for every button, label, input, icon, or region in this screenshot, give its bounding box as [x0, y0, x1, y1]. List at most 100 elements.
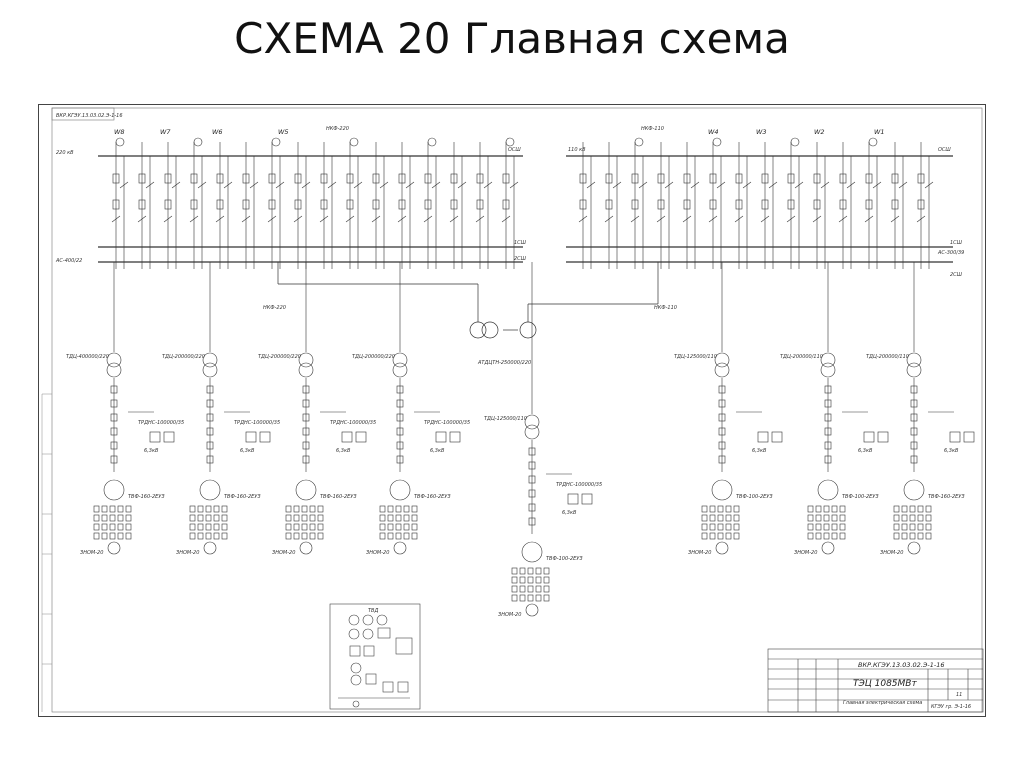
top-left-stamp: ВКР.КГЭУ.13.03.02.Э-1-16	[51, 107, 123, 121]
generator-unit	[285, 262, 367, 555]
kv-label: 6,3кВ	[336, 448, 351, 454]
switchgear-bay	[111, 137, 129, 269]
switchgear-bay	[423, 137, 441, 269]
title-block-code: ВКР.КГЭУ.13.03.02.Э-1-16	[858, 661, 945, 669]
tdc-label: ТДЦ-125000/110	[484, 416, 527, 422]
legend-box-header: ТВД	[368, 608, 378, 614]
switchgear-bay	[449, 142, 467, 269]
generator-unit-labels: ТДЦ-400000/220ТВФ-160-2ЕУЗЗНОМ-206,3кВТР…	[66, 354, 965, 618]
left-margin-strip	[41, 393, 52, 712]
legend-box	[329, 603, 421, 710]
switchgear-bay	[838, 142, 856, 269]
switchgear-bay	[890, 142, 908, 269]
generator-unit	[511, 262, 593, 617]
tdc-label: ТДЦ-200000/110	[866, 354, 909, 360]
nkf-110-top: НКФ-110	[641, 126, 664, 132]
generator-symbol	[199, 479, 221, 501]
title-block-sheet-title: Главная электрическая схема	[843, 700, 922, 706]
aux-transformer-label: ТРДНС-100000/35	[138, 420, 184, 426]
switchgear-bay	[163, 142, 181, 269]
switchgear-bay	[241, 142, 259, 269]
bus-110-label: 110 кВ	[568, 147, 586, 153]
switchgear-bay	[189, 137, 207, 269]
tdc-label: ТДЦ-200000/110	[780, 354, 823, 360]
drawing-inner-frame	[51, 107, 983, 713]
switchgear-bay	[397, 142, 415, 269]
nkf-220-top: НКФ-220	[326, 126, 349, 132]
generator-label: ТВФ-160-2ЕУЗ	[128, 494, 165, 500]
bus-220-obsh: ОСШ	[508, 147, 521, 153]
line-w6: W6	[212, 128, 223, 136]
generator-unit	[701, 262, 783, 555]
title-block-main: ТЭЦ 1085МВт	[853, 679, 917, 689]
generator-label: ТВФ-160-2ЕУЗ	[320, 494, 357, 500]
generator-label: ТВФ-160-2ЕУЗ	[414, 494, 451, 500]
switchgear-bay	[267, 137, 285, 269]
switchgear-bay	[137, 142, 155, 269]
switchgear-bay	[630, 137, 648, 269]
tdc-label: ТДЦ-200000/220	[258, 354, 301, 360]
switchgear-bay	[319, 142, 337, 269]
tdc-label: ТДЦ-200000/220	[352, 354, 395, 360]
switchgear-bay	[734, 142, 752, 269]
bus-220	[98, 155, 523, 263]
generator-symbol	[521, 541, 543, 563]
generator-units	[93, 262, 975, 617]
autotransformer	[277, 262, 659, 339]
generator-symbol	[903, 479, 925, 501]
switchgear-bay	[501, 137, 519, 269]
kv-label: 6,3кВ	[944, 448, 959, 454]
switchgear-bays	[111, 137, 934, 269]
kv-label: 6,3кВ	[752, 448, 767, 454]
kv-label: 6,3кВ	[240, 448, 255, 454]
bus-220-2sh: 2СШ	[514, 256, 527, 262]
stamp-code-top: ВКР.КГЭУ.13.03.02.Э-1-16	[56, 113, 123, 119]
switchgear-bay	[656, 142, 674, 269]
aux-transformer-label: ТРДНС-100000/35	[234, 420, 280, 426]
exciter-label: ЗНОМ-20	[794, 550, 817, 556]
title-block-small-code: КГЭУ гр. Э-1-16	[931, 704, 971, 710]
switchgear-bay	[786, 137, 804, 269]
drawing-frame	[38, 104, 986, 717]
switchgear-bay	[864, 137, 882, 269]
switchgear-bay	[215, 142, 233, 269]
bus-220-1sh: 1СШ	[514, 240, 527, 246]
generator-label: ТВФ-160-2ЕУЗ	[928, 494, 965, 500]
line-w8: W8	[114, 128, 125, 136]
generator-label: ТВФ-100-2ЕУЗ	[546, 556, 583, 562]
exciter-label: ЗНОМ-20	[366, 550, 389, 556]
generator-label: ТВФ-100-2ЕУЗ	[842, 494, 879, 500]
tdc-label: ТДЦ-125000/110	[674, 354, 717, 360]
switchgear-bay	[371, 142, 389, 269]
switchgear-bay	[293, 142, 311, 269]
generator-unit	[893, 262, 975, 555]
generator-symbol	[389, 479, 411, 501]
switchgear-bay	[475, 142, 493, 269]
exciter-label: ЗНОМ-20	[688, 550, 711, 556]
switchgear-bay	[578, 142, 596, 269]
bus-110-2sh: 2СШ	[950, 272, 963, 278]
generator-unit	[189, 262, 271, 555]
exciter-label: ЗНОМ-20	[176, 550, 199, 556]
aux-transformer-label: ТРДНС-100000/35	[556, 482, 602, 488]
line-w3: W3	[756, 128, 767, 136]
generator-unit	[379, 262, 461, 555]
bus-110-obsh: ОСШ	[938, 147, 951, 153]
bus-110	[566, 155, 953, 263]
generator-symbol	[817, 479, 839, 501]
atdctn-label: АТДЦТН-250000/220	[477, 360, 531, 366]
kv-label: 6,3кВ	[430, 448, 445, 454]
line-w2: W2	[814, 128, 825, 136]
slide-title: СХЕМА 20 Главная схема	[234, 14, 790, 63]
bus-220-ac: АС-400/22	[55, 258, 82, 264]
line-w7: W7	[160, 128, 171, 136]
switchgear-bay	[682, 142, 700, 269]
bus-110-ac: АС-300/39	[937, 250, 964, 256]
generator-symbol	[103, 479, 125, 501]
kv-label: 6,3кВ	[562, 510, 577, 516]
aux-transformer-label: ТРДНС-100000/35	[330, 420, 376, 426]
main-electrical-scheme: ВКР.КГЭУ.13.03.02.Э-1-16 220 кВ АС-400/2…	[38, 104, 986, 717]
title-block-sheet-no: 11	[956, 692, 962, 698]
nkf-220-bot: НКФ-220	[263, 305, 286, 311]
exciter-label: ЗНОМ-20	[498, 612, 521, 618]
